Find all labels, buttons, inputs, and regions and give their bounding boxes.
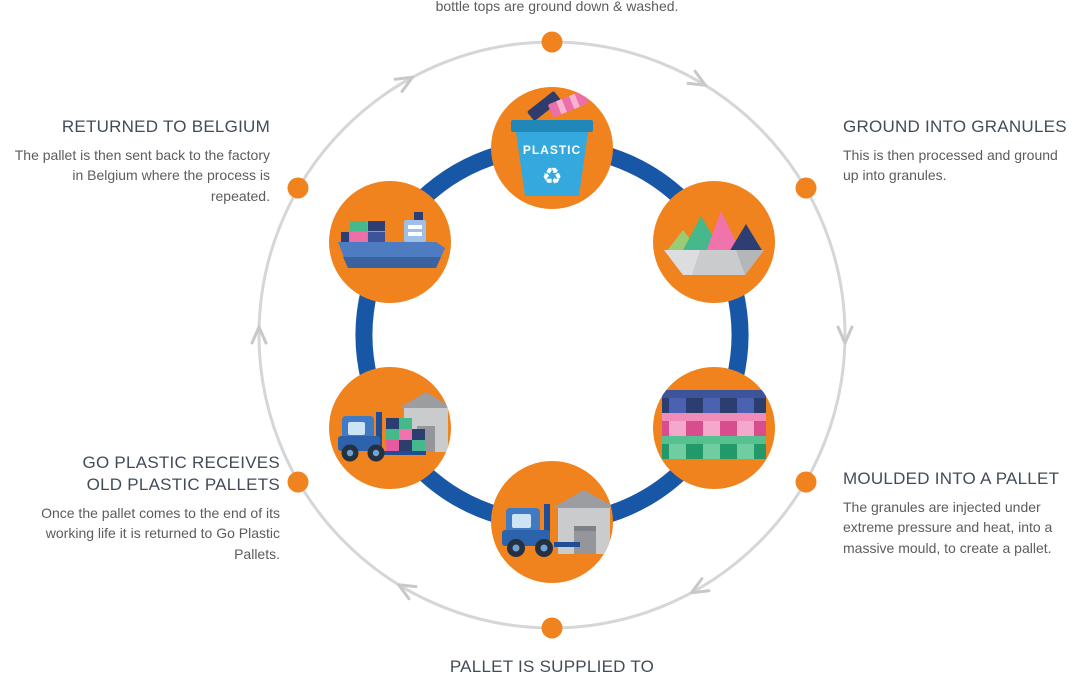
recycle-icon: ♻ [542, 163, 563, 189]
label-go-plastic-receives: GO PLASTIC RECEIVES OLD PLASTIC PALLETS … [15, 452, 280, 565]
flow-arc [415, 146, 503, 207]
arrow-chevron-top-right [686, 69, 707, 87]
plastic-scrap-navy [527, 91, 561, 121]
forklift [338, 412, 426, 462]
pallet-layer-green [662, 436, 766, 459]
flow-arc [355, 287, 378, 383]
old-pallet-boxes [386, 418, 425, 451]
arrow-chevron-left [250, 325, 268, 345]
label-pallet-supplied: PALLET IS SUPPLIED TO [352, 656, 752, 678]
stage-dot [287, 471, 309, 493]
bowl-facet-left [664, 250, 700, 275]
plastic-scrap-pink [548, 90, 588, 118]
arrow-chevron-top-left [393, 75, 414, 93]
stage-forklift-old-pallets [329, 367, 451, 489]
stage-description-moulded: The granules are injected under extreme … [843, 498, 1053, 557]
stage-marker-dots [287, 31, 817, 639]
pallet-layer-pink [662, 413, 766, 436]
bin-body [516, 132, 588, 196]
stage-title-ground: GROUND INTO GRANULES [843, 117, 1067, 136]
top-caption: bottle tops are ground down & washed. [347, 0, 767, 15]
flow-arc [601, 463, 689, 524]
granule-pile-pink [706, 211, 741, 252]
stage-title-moulded: MOULDED INTO A PALLET [843, 469, 1060, 488]
flow-arc [601, 146, 689, 207]
stage-dot [795, 471, 817, 493]
stage-description-returned: The pallet is then sent back to the fact… [14, 146, 270, 205]
warehouse [552, 490, 613, 554]
pallet-layer-navy [662, 390, 766, 413]
bowl-facet-right [736, 250, 764, 275]
arrow-chevron-bottom-left [397, 583, 418, 601]
stage-dot [287, 177, 309, 199]
stage-title-returned: RETURNED TO BELGIUM [61, 117, 270, 136]
ship-bridge [404, 220, 426, 242]
flow-arc [415, 463, 503, 524]
stage-granules-bowl [653, 181, 775, 303]
bin-label: PLASTIC [523, 143, 581, 157]
arrow-chevron-bottom-right [690, 577, 711, 595]
top-caption-text: bottle tops are ground down & washed. [435, 0, 679, 14]
stage-dot [795, 177, 817, 199]
stage-description-ground: This is then processed and ground up int… [843, 146, 1058, 184]
arrow-chevron-right [836, 325, 854, 345]
ring-direction-arrows [250, 69, 854, 601]
stage-title-supplied: PALLET IS SUPPLIED TO [449, 657, 655, 676]
ship-hull-shadow [343, 257, 441, 268]
stage-plastic-recycling-bin: PLASTIC ♻ [491, 87, 613, 209]
stage-cargo-ship [329, 181, 451, 303]
ship-funnel [414, 212, 423, 224]
label-returned-to-belgium: RETURNED TO BELGIUM The pallet is then s… [12, 116, 270, 207]
stage-title-receives: GO PLASTIC RECEIVES OLD PLASTIC PALLETS [82, 453, 280, 494]
flow-arc [726, 287, 749, 383]
bin-rim [511, 120, 593, 132]
label-ground-into-granules: GROUND INTO GRANULES This is then proces… [843, 116, 1075, 186]
stage-pallet-stack [653, 367, 775, 489]
forklift [502, 504, 580, 557]
granule-pile-navy [729, 224, 763, 252]
label-moulded-into-pallet: MOULDED INTO A PALLET The granules are i… [843, 468, 1080, 559]
stage-dot [541, 31, 563, 53]
ship-containers [341, 221, 385, 242]
stage-description-receives: Once the pallet comes to the end of its … [41, 504, 280, 562]
stage-forklift-supply [491, 461, 613, 583]
stage-dot [541, 617, 563, 639]
